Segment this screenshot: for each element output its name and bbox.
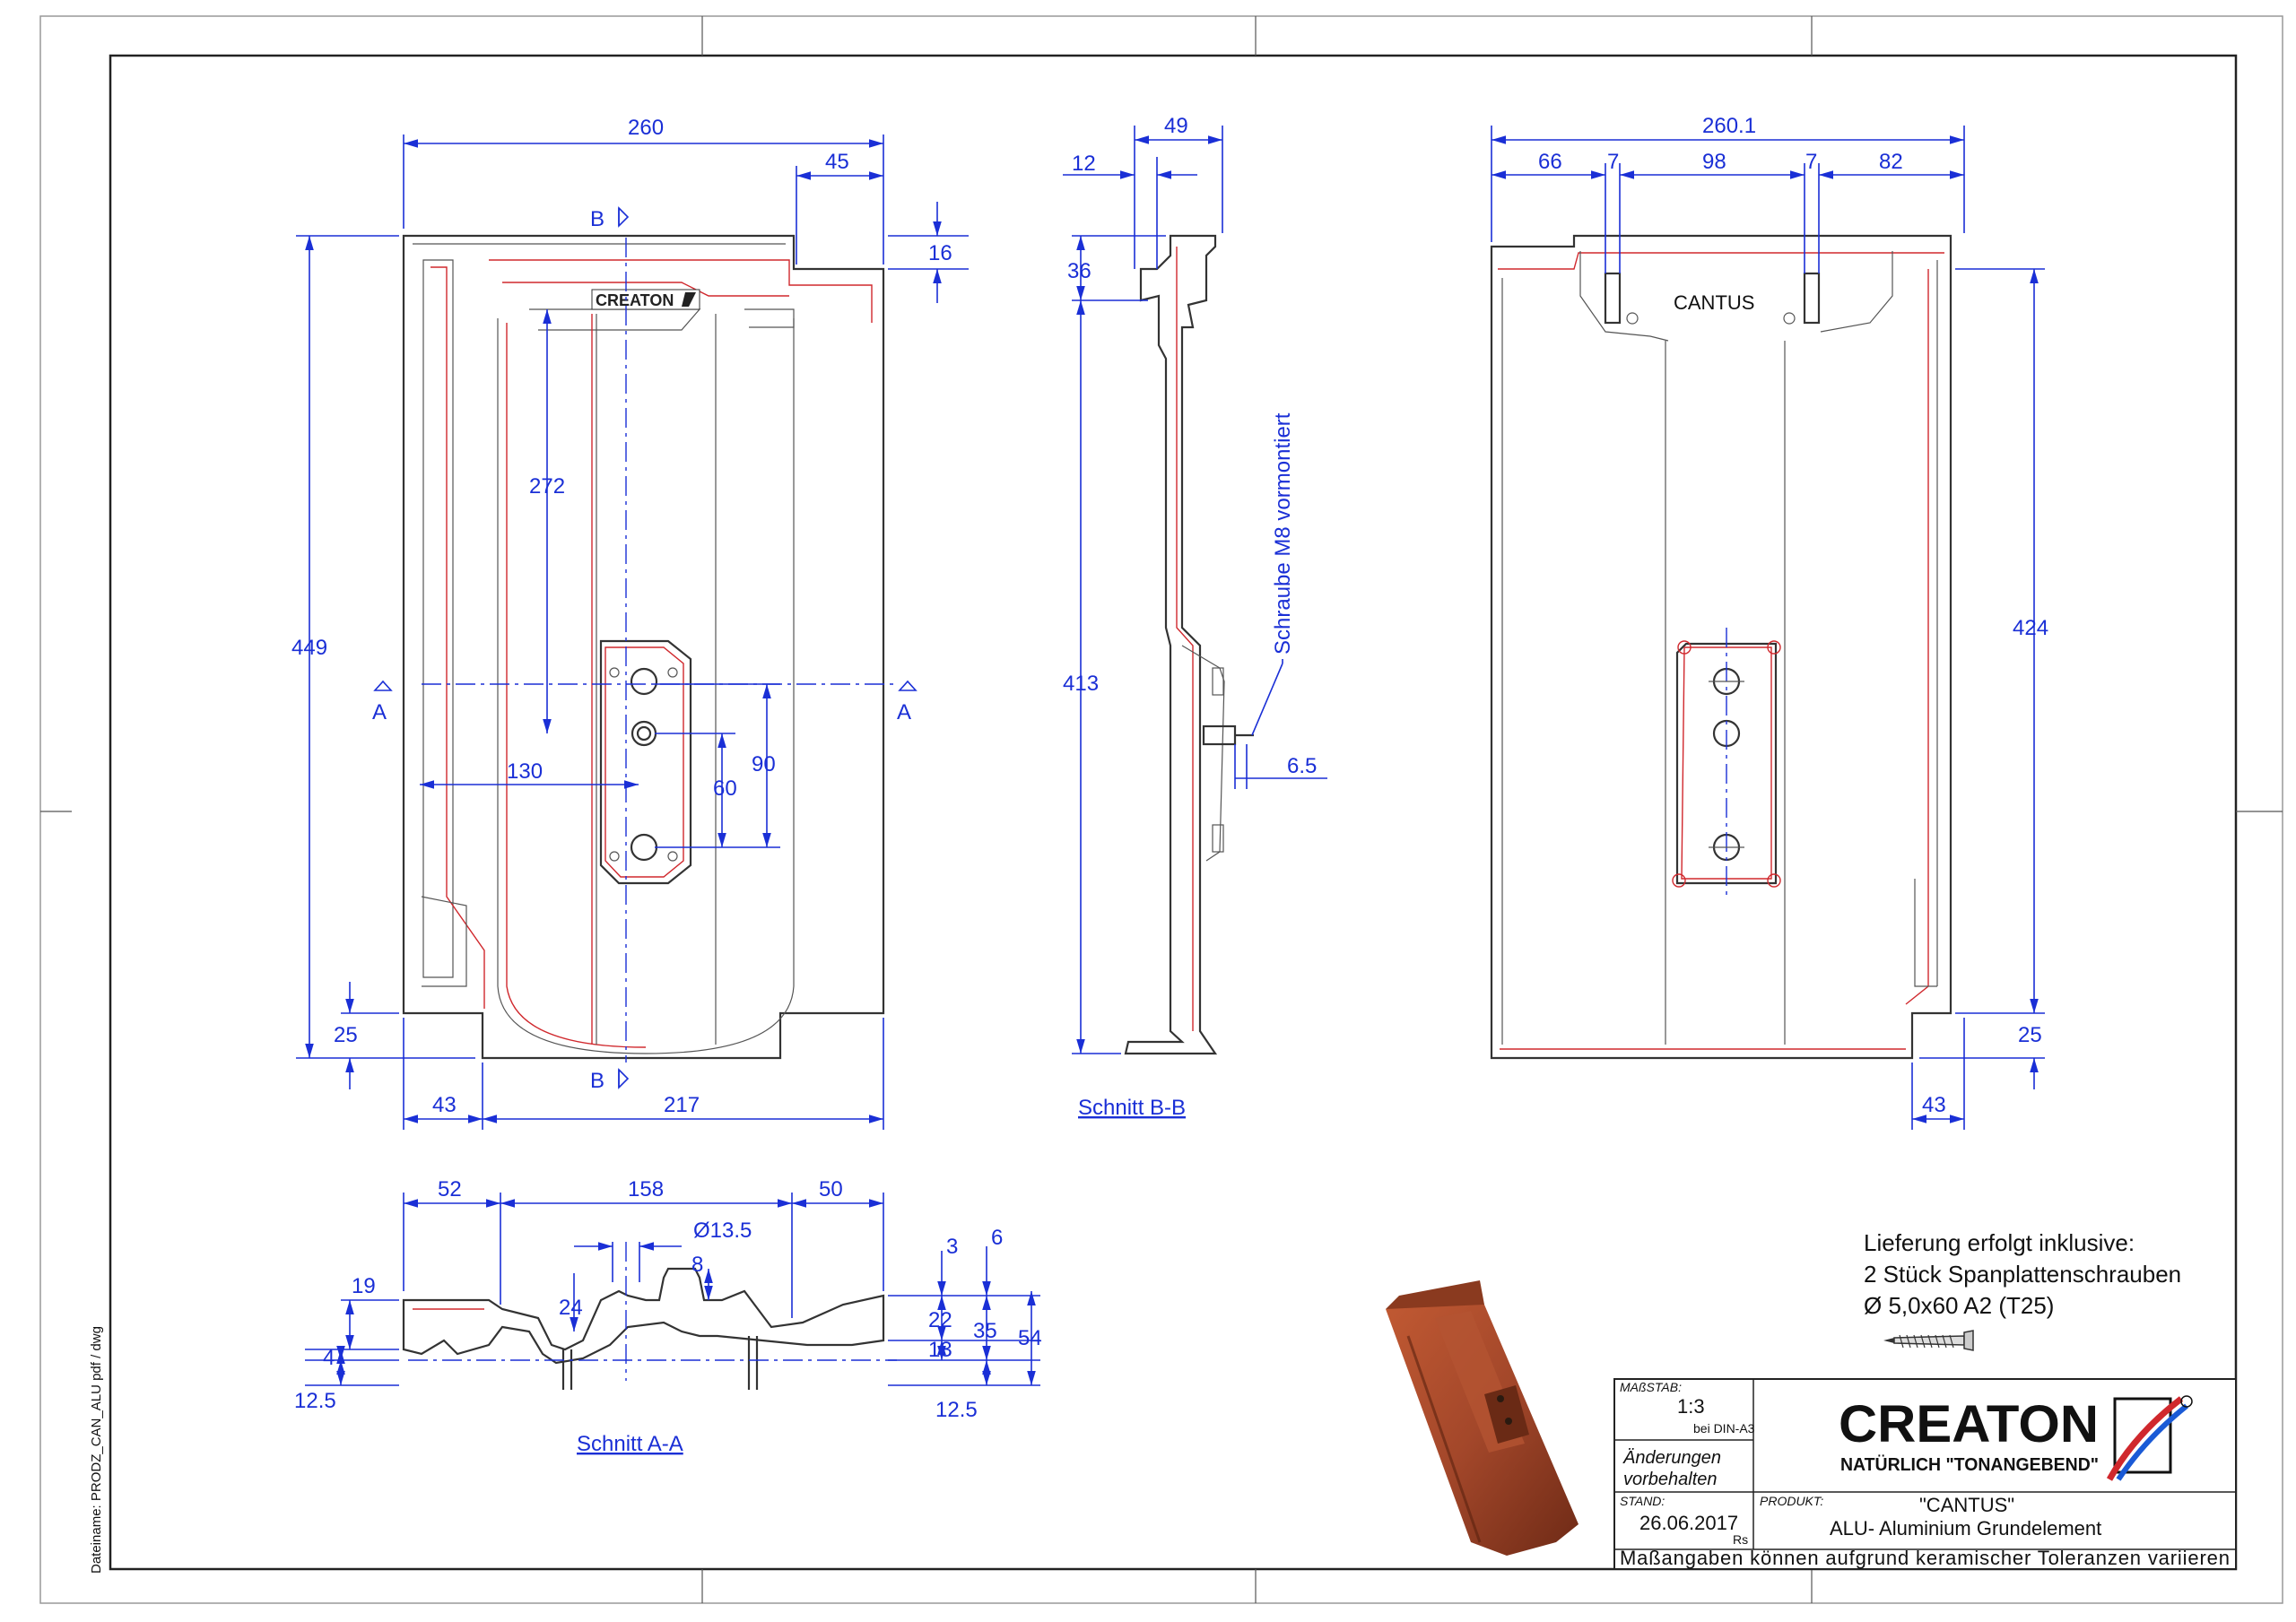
dim-130: 130 bbox=[507, 759, 543, 784]
section-mark-a-right: A bbox=[897, 700, 911, 724]
product-label: PRODUKT: bbox=[1760, 1494, 1823, 1508]
rear-view: CANTUS bbox=[1490, 234, 1952, 1060]
delivery-note: Lieferung erfolgt inklusive: 2 Stück Spa… bbox=[1864, 1229, 2181, 1351]
dim-98: 98 bbox=[1702, 150, 1726, 174]
dim-50: 50 bbox=[819, 1177, 843, 1201]
scale-label: MAßSTAB: bbox=[1620, 1380, 1682, 1394]
screw-note: Schraube M8 vormontiert bbox=[1271, 412, 1295, 655]
front-view-dimensions: 260 45 16 449 272 130 90 60 25 43 bbox=[291, 116, 969, 1130]
dim-54: 54 bbox=[1018, 1326, 1042, 1350]
dim-22: 22 bbox=[928, 1308, 952, 1332]
brand-logo-text: CREATON bbox=[1839, 1395, 2099, 1453]
product-description: ALU- Aluminium Grundelement bbox=[1830, 1517, 2101, 1540]
rear-view-dimensions: 260.1 66 7 98 7 82 424 25 43 bbox=[1491, 114, 2048, 1130]
dim-16: 16 bbox=[928, 241, 952, 265]
dim-4: 4 bbox=[323, 1346, 335, 1370]
section-bb-title: Schnitt B-B bbox=[1078, 1096, 1186, 1120]
changes-line-1: Änderungen bbox=[1622, 1448, 1721, 1468]
dim-43-front: 43 bbox=[432, 1093, 457, 1117]
date-label: STAND: bbox=[1620, 1494, 1665, 1508]
brand-logo-mark bbox=[2106, 1395, 2193, 1481]
dim-217: 217 bbox=[664, 1093, 700, 1117]
dim-60: 60 bbox=[713, 776, 737, 801]
delivery-note-line-3: Ø 5,0x60 A2 (T25) bbox=[1864, 1292, 2054, 1319]
dim-413: 413 bbox=[1063, 672, 1099, 696]
dim-25-rear: 25 bbox=[2018, 1023, 2042, 1047]
initials: Rs bbox=[1733, 1532, 1748, 1547]
section-mark-b-bottom: B bbox=[590, 1069, 604, 1093]
section-mark-b-top: B bbox=[590, 207, 604, 231]
outer-frame bbox=[39, 15, 2283, 1604]
product-name: "CANTUS" bbox=[1919, 1494, 2014, 1516]
tile-logo-text: CREATON bbox=[596, 291, 674, 309]
dim-diameter-13-5: Ø13.5 bbox=[693, 1219, 752, 1243]
dim-12-5-left: 12.5 bbox=[294, 1389, 336, 1413]
tile-product-image bbox=[1386, 1280, 1578, 1556]
dim-272: 272 bbox=[529, 474, 565, 499]
brand-slogan: NATÜRLICH "TONANGEBEND" bbox=[1840, 1454, 2099, 1475]
dim-424: 424 bbox=[2013, 616, 2048, 640]
section-aa-dimensions: 52 158 50 Ø13.5 8 3 6 19 24 22 35 54 13 bbox=[294, 1177, 1042, 1456]
dim-13: 13 bbox=[928, 1338, 952, 1362]
dim-66: 66 bbox=[1538, 150, 1562, 174]
inner-frame bbox=[109, 54, 2238, 1571]
dim-height-449: 449 bbox=[291, 636, 327, 660]
section-bb-dimensions: 49 12 36 413 6.5 Schraube M8 vormontiert… bbox=[1063, 114, 1327, 1120]
dim-24: 24 bbox=[559, 1296, 583, 1320]
dim-3: 3 bbox=[946, 1235, 958, 1259]
changes-line-2: vorbehalten bbox=[1623, 1470, 1718, 1489]
delivery-note-line-1: Lieferung erfolgt inklusive: bbox=[1864, 1229, 2135, 1256]
dim-43-rear: 43 bbox=[1922, 1093, 1946, 1117]
section-aa-title: Schnitt A-A bbox=[577, 1432, 683, 1456]
dim-45: 45 bbox=[825, 150, 849, 174]
dim-52: 52 bbox=[438, 1177, 462, 1201]
tolerance-note: Maßangaben können aufgrund keramischer T… bbox=[1620, 1547, 2230, 1569]
dim-82: 82 bbox=[1879, 150, 1903, 174]
delivery-note-line-2: 2 Stück Spanplattenschrauben bbox=[1864, 1261, 2181, 1288]
file-name-label: Dateiname: PRODZ_CAN_ALU pdf / dwg bbox=[89, 1326, 104, 1574]
date-value: 26.06.2017 bbox=[1639, 1512, 1738, 1534]
dim-6: 6 bbox=[991, 1226, 1003, 1250]
section-mark-a-left: A bbox=[372, 700, 387, 724]
dim-7-left: 7 bbox=[1607, 150, 1619, 174]
dim-35: 35 bbox=[973, 1319, 997, 1343]
dim-260-1: 260.1 bbox=[1702, 114, 1756, 138]
dim-49: 49 bbox=[1164, 114, 1188, 138]
dim-7-right: 7 bbox=[1805, 150, 1817, 174]
dim-90: 90 bbox=[752, 752, 776, 776]
dim-158: 158 bbox=[628, 1177, 664, 1201]
dim-12: 12 bbox=[1072, 152, 1096, 176]
dim-25-front: 25 bbox=[334, 1023, 358, 1047]
section-bb-view bbox=[1124, 234, 1283, 1055]
dim-36: 36 bbox=[1067, 259, 1091, 283]
rear-label-cantus: CANTUS bbox=[1674, 291, 1754, 314]
front-view: CREATON bbox=[402, 234, 897, 1063]
section-aa-view bbox=[402, 1242, 897, 1390]
dim-width-260: 260 bbox=[628, 116, 664, 140]
dim-8: 8 bbox=[691, 1253, 703, 1277]
title-block: MAßSTAB: 1:3 bei DIN-A3 Änderungen vorbe… bbox=[1613, 1378, 2237, 1570]
dim-12-5-right: 12.5 bbox=[935, 1398, 978, 1422]
screw-illustration bbox=[1883, 1330, 1974, 1351]
dim-6-5: 6.5 bbox=[1287, 754, 1317, 778]
dim-19: 19 bbox=[352, 1274, 376, 1298]
paper-size: bei DIN-A3 bbox=[1693, 1421, 1755, 1436]
scale-value: 1:3 bbox=[1677, 1395, 1705, 1418]
